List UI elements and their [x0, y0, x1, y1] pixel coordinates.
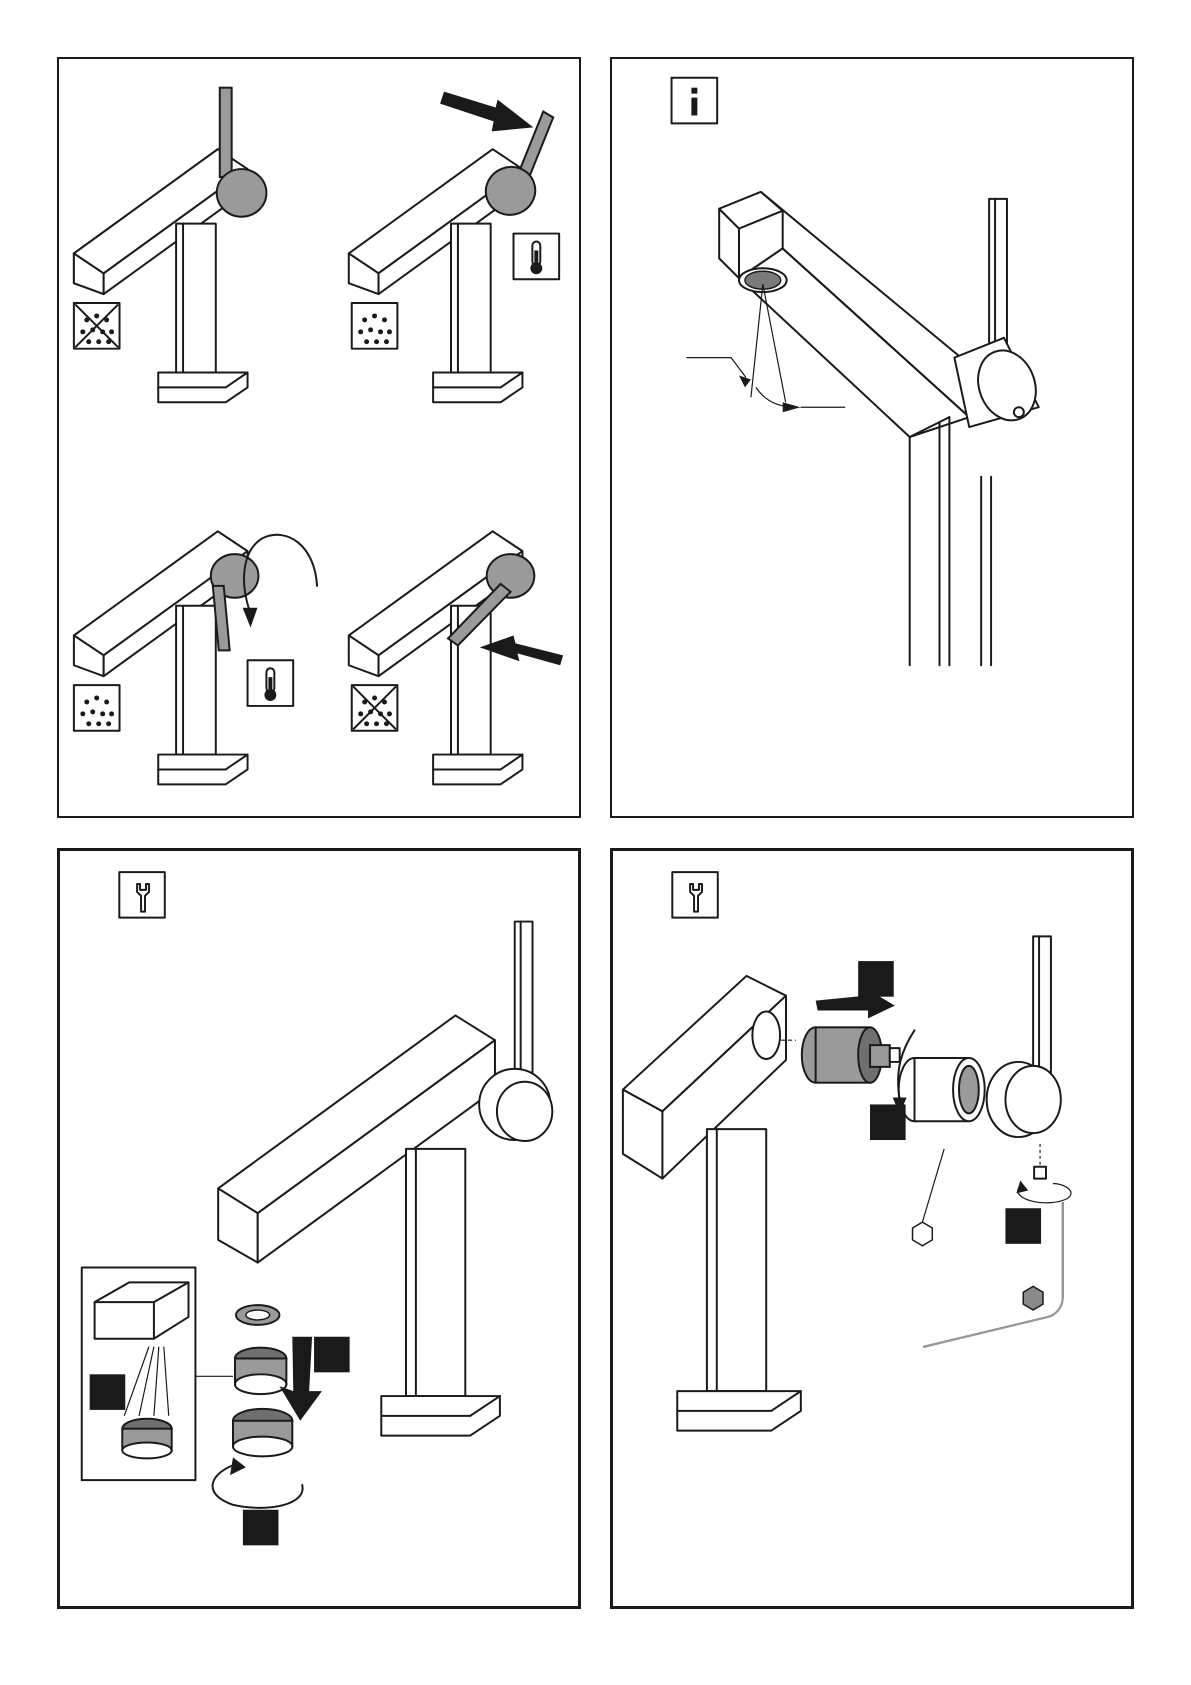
rotate-arrow-icon — [213, 1457, 303, 1507]
spray-angle-illustration — [612, 59, 1132, 816]
hex-key-icon — [924, 1203, 1062, 1346]
panel-operation — [57, 57, 581, 818]
panel-cartridge-maintenance — [610, 848, 1134, 1609]
wrench-icon-2 — [672, 872, 717, 917]
aerator-parts — [233, 1305, 292, 1456]
no-water-icon — [74, 303, 120, 349]
faucet-lever-down — [74, 531, 259, 784]
faucet-body — [623, 976, 801, 1431]
faucet-lever-pushed — [349, 531, 535, 784]
inset-box — [82, 1268, 233, 1481]
grub-screw — [1016, 1144, 1071, 1203]
step-box-1 — [314, 1337, 350, 1373]
faucet-closed — [74, 88, 267, 403]
panel-aerator-maintenance — [57, 848, 581, 1609]
pull-arrow-icon — [440, 92, 533, 132]
step-box-2 — [90, 1374, 126, 1410]
thermometer-icon-2 — [248, 660, 294, 706]
operation-illustrations — [59, 59, 579, 816]
info-icon — [672, 78, 718, 124]
step-box-3 — [1005, 1208, 1041, 1244]
wrench-icon — [119, 872, 164, 917]
water-flow-icon-2 — [74, 685, 120, 731]
no-water-icon-2 — [352, 685, 398, 731]
sleeve — [899, 1058, 985, 1121]
cartridge-exploded-view — [613, 851, 1131, 1606]
lever-handle — [987, 936, 1061, 1137]
faucet-spout-closeup — [719, 192, 1009, 665]
panel-information — [610, 57, 1134, 818]
lever-handle — [954, 338, 1045, 429]
step-box-2 — [870, 1104, 906, 1140]
cartridge — [802, 1027, 900, 1082]
push-arrow-icon — [480, 635, 563, 665]
step-box-1 — [858, 961, 894, 997]
aerator-exploded-view — [60, 851, 578, 1606]
water-flow-icon — [352, 303, 398, 349]
thermometer-icon — [514, 234, 560, 280]
hex-nut-icon — [913, 1149, 945, 1246]
step-box-3 — [243, 1510, 279, 1546]
